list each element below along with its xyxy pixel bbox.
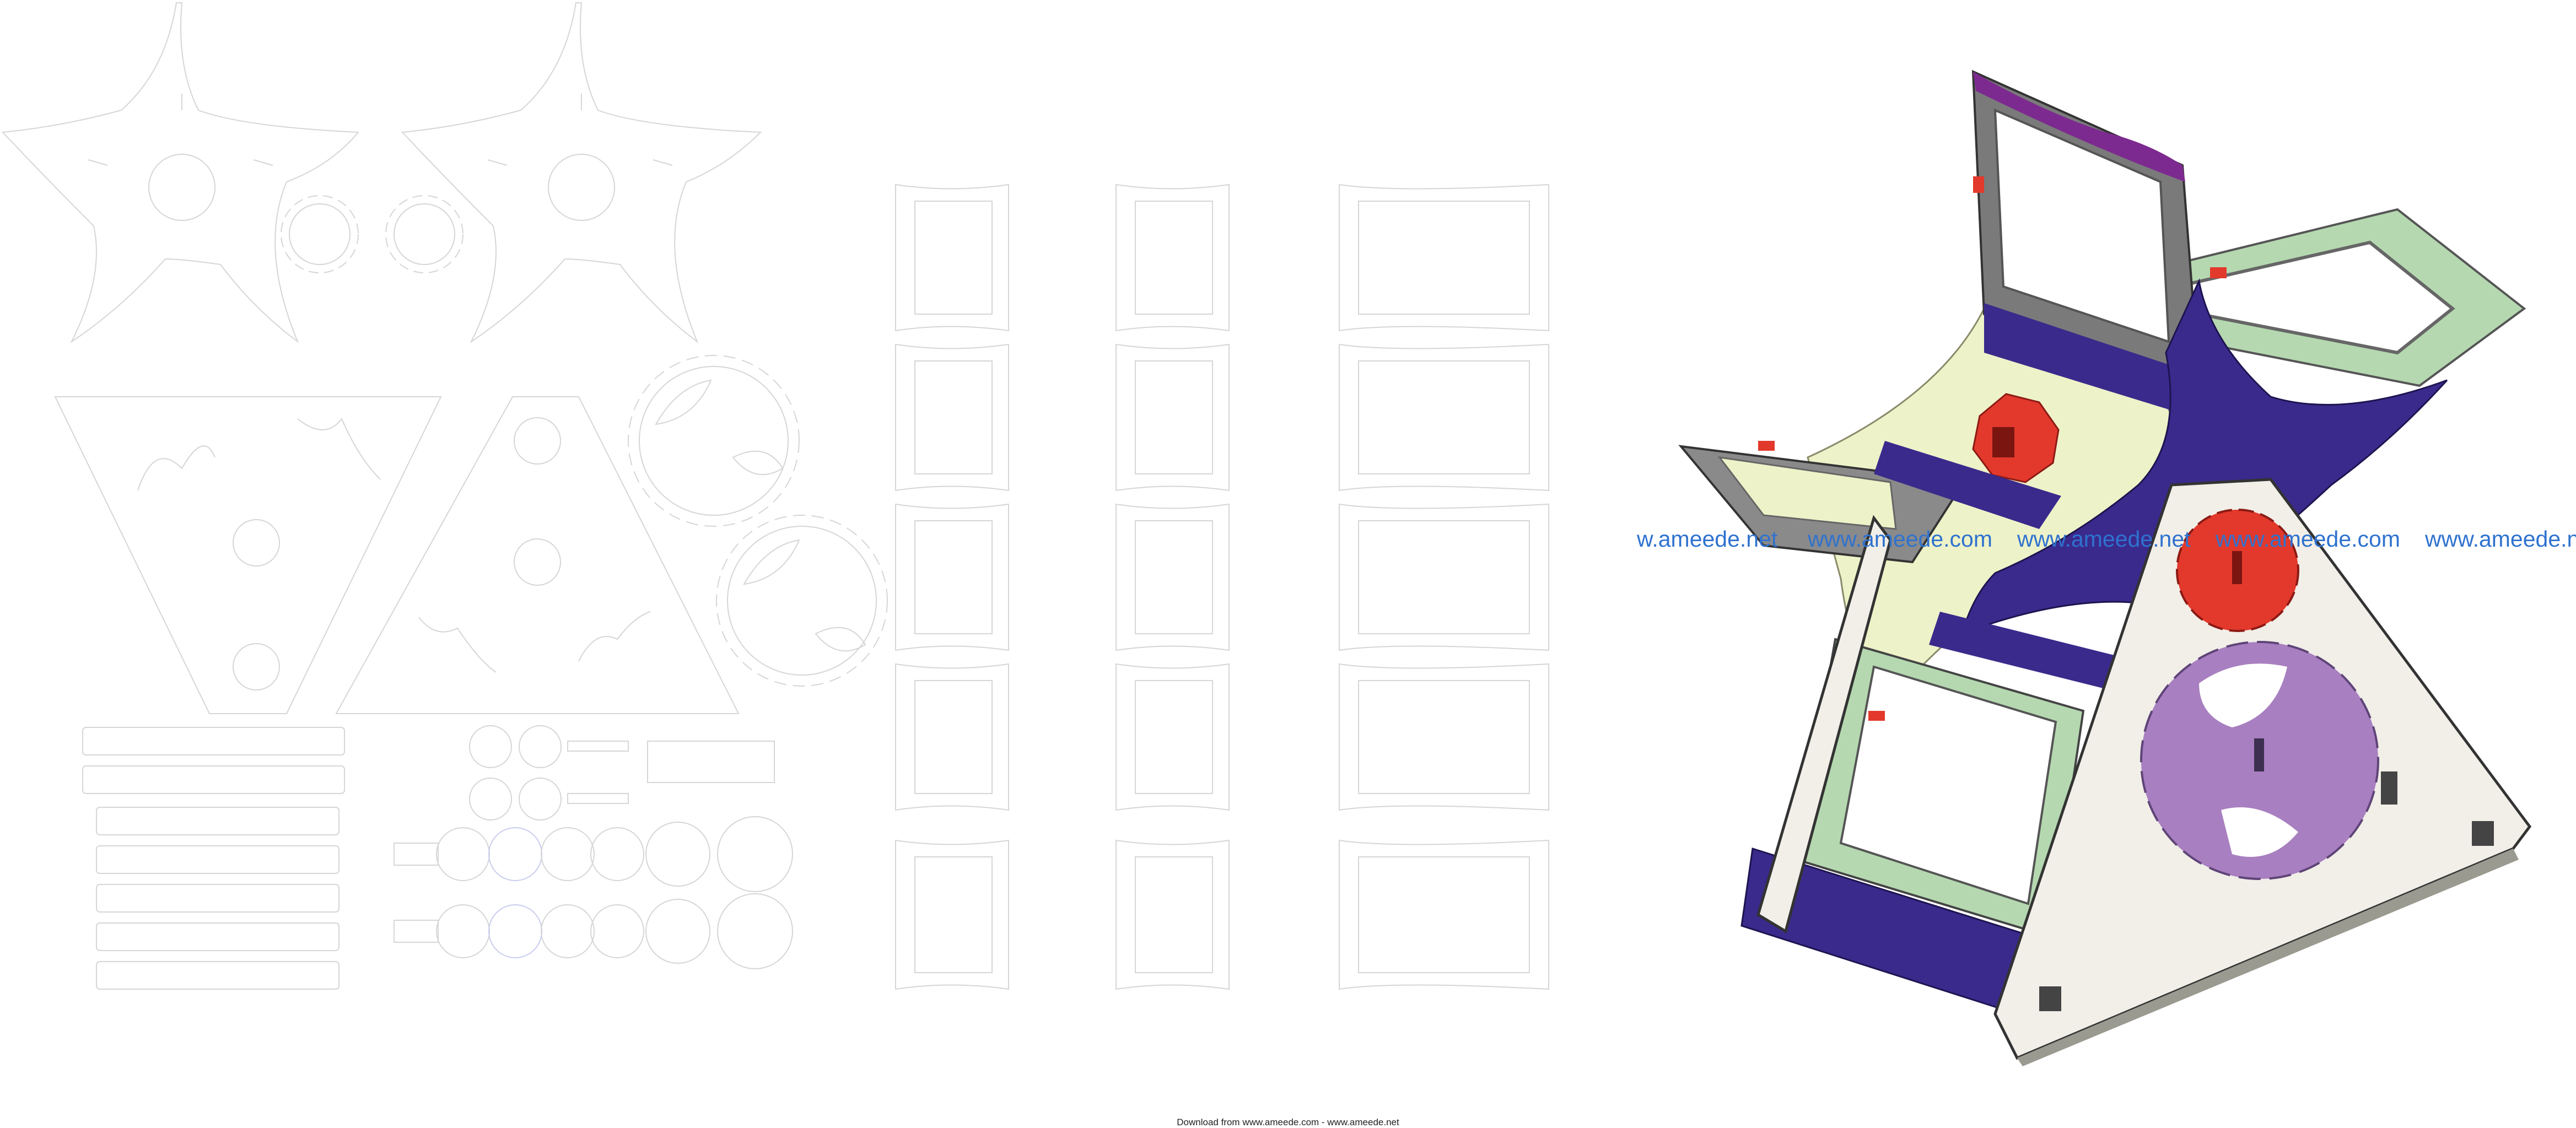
- basket-panel: [1115, 839, 1230, 990]
- triangle-side-panel-1: [54, 396, 442, 714]
- assembled-ferris-wheel-render: [1678, 69, 2532, 1066]
- basket-panel: [894, 663, 1010, 811]
- basket-panel-grid: [894, 183, 1550, 990]
- basket-panel: [1115, 343, 1230, 492]
- basket-panel: [1338, 839, 1550, 990]
- watermark-text: www.ameede.com: [2216, 526, 2400, 552]
- basket-panel: [894, 343, 1010, 492]
- basket-panel: [894, 503, 1010, 651]
- small-clips-and-discs: [394, 725, 793, 969]
- front-star-frame-purple: [1874, 278, 2448, 694]
- basket-panel: [1115, 183, 1230, 332]
- small-red-gear: [2176, 509, 2299, 632]
- basket-panel: [1338, 663, 1550, 811]
- top-basket: [1971, 69, 2201, 419]
- download-footer: Download from www.ameede.com - www.ameed…: [1177, 1117, 1399, 1127]
- star-frame-part-2: [401, 2, 762, 343]
- large-gear-part-1: [628, 355, 800, 527]
- watermark-text: www.ameede.com: [1808, 526, 1992, 552]
- basket-panel: [1115, 663, 1230, 811]
- cut-sheet-frame-parts: [1, 2, 888, 990]
- basket-panel: [1115, 503, 1230, 651]
- small-gear-part-1: [281, 195, 359, 273]
- assembly-pegs: [1758, 176, 2494, 1011]
- large-lavender-gear: [2140, 641, 2379, 880]
- center-hub-gear: [1972, 393, 2060, 483]
- watermark-text: w.ameede.net: [1637, 526, 1778, 552]
- triangle-side-panel-2: [335, 396, 740, 714]
- cut-sheet-basket-panels: [894, 183, 1550, 990]
- watermark-row: w.ameede.net www.ameede.com www.ameede.n…: [1631, 526, 2576, 559]
- rear-triangle-side: [1756, 515, 1892, 933]
- basket-panel: [1338, 183, 1550, 332]
- small-gear-part-2: [385, 195, 464, 273]
- star-frame-part-1: [1, 2, 360, 343]
- basket-panel: [1338, 503, 1550, 651]
- basket-panel: [894, 839, 1010, 990]
- connector-bars: [82, 727, 345, 990]
- watermark-text: www.ameede.net: [2425, 526, 2576, 552]
- basket-panel: [1338, 343, 1550, 492]
- large-gear-part-2: [716, 515, 888, 687]
- watermark-text: www.ameede.net: [2017, 526, 2191, 552]
- basket-panel: [894, 183, 1010, 332]
